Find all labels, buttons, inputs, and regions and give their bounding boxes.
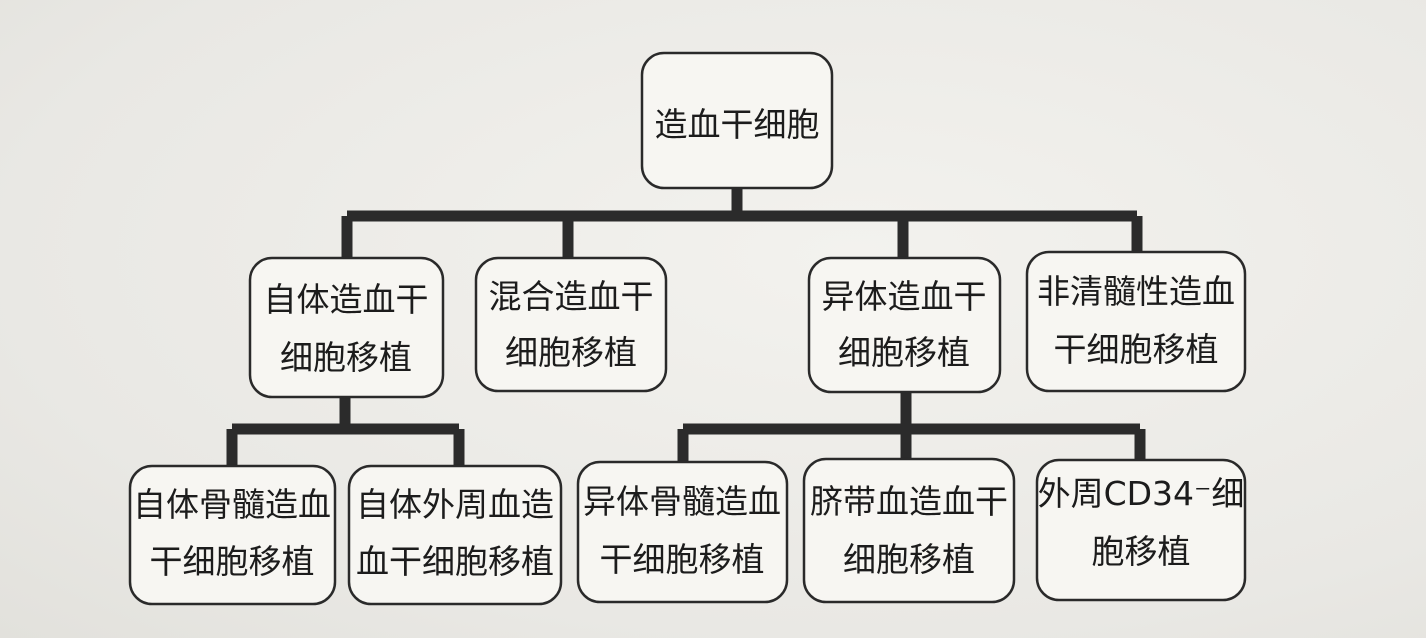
node-label-line: 自体骨髓造血 xyxy=(133,485,331,524)
node-label-line: 异体造血干 xyxy=(822,277,987,316)
node-label-line: 干细胞移植 xyxy=(1054,330,1219,369)
node-label-line: 干细胞移植 xyxy=(600,540,765,579)
node-autologous-hsct: 自体造血干 细胞移植 xyxy=(248,256,445,399)
node-label-line: 脐带血造血干 xyxy=(810,482,1008,521)
node-label-line: 外周CD34⁻细 xyxy=(1038,474,1245,513)
node-label-line: 细胞移植 xyxy=(505,333,637,372)
node-label-line: 非清髓性造血 xyxy=(1037,272,1235,311)
node-label-line: 异体骨髓造血 xyxy=(583,482,781,521)
node-peripheral-cd34: 外周CD34⁻细 胞移植 xyxy=(1035,458,1247,602)
node-cord-blood: 脐带血造血干 细胞移植 xyxy=(802,457,1016,604)
connector-allogeneic-to-children xyxy=(677,392,1146,462)
node-label-line: 细胞移植 xyxy=(280,338,412,377)
node-label-line: 干细胞移植 xyxy=(150,542,315,581)
node-label-line: 自体外周血造 xyxy=(356,485,554,524)
node-autologous-peripheral-blood: 自体外周血造 血干细胞移植 xyxy=(347,464,563,606)
node-allogeneic-hsct: 异体造血干 细胞移植 xyxy=(807,256,1002,394)
node-allogeneic-bone-marrow: 异体骨髓造血 干细胞移植 xyxy=(576,460,789,604)
connector-autologous-to-children xyxy=(226,397,465,466)
node-autologous-bone-marrow: 自体骨髓造血 干细胞移植 xyxy=(128,464,337,606)
node-label-line: 造血干细胞 xyxy=(655,105,820,144)
node-mixed-hsct: 混合造血干 细胞移植 xyxy=(474,256,668,393)
node-label-line: 胞移植 xyxy=(1092,532,1191,571)
node-hematopoietic-stem-cell: 造血干细胞 xyxy=(640,51,834,190)
node-label-line: 自体造血干 xyxy=(264,280,429,319)
connector-root-to-level1 xyxy=(341,188,1143,258)
node-label-line: 细胞移植 xyxy=(843,540,975,579)
node-label-line: 血干细胞移植 xyxy=(356,542,554,581)
node-nonmyeloablative-hsct: 非清髓性造血 干细胞移植 xyxy=(1025,250,1247,393)
node-label-line: 细胞移植 xyxy=(838,333,970,372)
node-label-line: 混合造血干 xyxy=(489,277,654,316)
